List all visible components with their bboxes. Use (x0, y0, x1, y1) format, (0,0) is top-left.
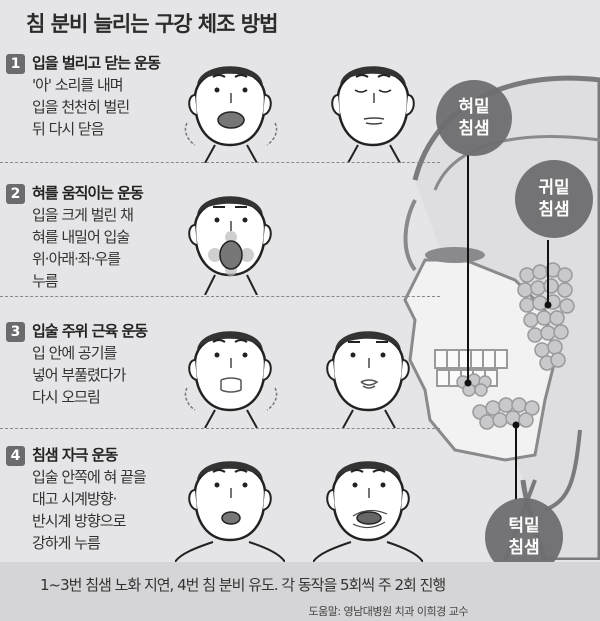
footer-note: 1~3번 침샘 노화 지연, 4번 침 분비 유도. 각 동작을 5회씩 주 2… (40, 576, 446, 594)
page-title: 침 분비 늘리는 구강 체조 방법 (26, 12, 278, 36)
face-tongue-tip-icon (175, 461, 285, 562)
step-4-description: 입술 안쪽에 혀 끝을 대고 시계방향· 반시계 방향으로 강하게 누름 (32, 468, 147, 552)
step-4-badge: 4 (6, 446, 25, 466)
step-2-description: 입을 크게 벌린 채 혀를 내밀어 입술 위·아래·좌·우를 누름 (32, 206, 134, 290)
parotid-gland-label: 귀밑 침샘 (515, 160, 593, 238)
sublingual-gland-label: 혀밑 침샘 (436, 80, 512, 156)
face-open-mouth-icon (184, 66, 278, 163)
step-1-badge: 1 (6, 54, 25, 74)
face-tongue-out-icon (188, 196, 272, 295)
section-divider (0, 162, 440, 163)
step-4-title: 침샘 자극 운동 (32, 446, 118, 464)
footer-band (0, 562, 600, 621)
face-puffed-cheeks-icon (184, 331, 278, 428)
footer-credit: 도움말: 영남대병원 치과 이희경 교수 (308, 605, 469, 618)
step-3-title: 입술 주위 근육 운동 (32, 322, 148, 340)
step-1-title: 입을 벌리고 닫는 운동 (32, 54, 161, 72)
step-3-description: 입 안에 공기를 넣어 부풀렸다가 다시 오므림 (32, 344, 126, 406)
step-2-title: 혀를 움직이는 운동 (32, 184, 144, 202)
section-divider (0, 296, 440, 297)
face-closed-eyes-icon (331, 66, 415, 163)
face-rotating-tongue-icon (313, 461, 423, 562)
step-2-badge: 2 (6, 184, 25, 204)
section-divider (0, 428, 440, 429)
step-3-badge: 3 (6, 322, 25, 342)
step-1-description: '아' 소리를 내며 입을 천천히 벌린 뒤 다시 닫음 (32, 76, 130, 138)
face-pursed-lips-icon (326, 331, 410, 428)
